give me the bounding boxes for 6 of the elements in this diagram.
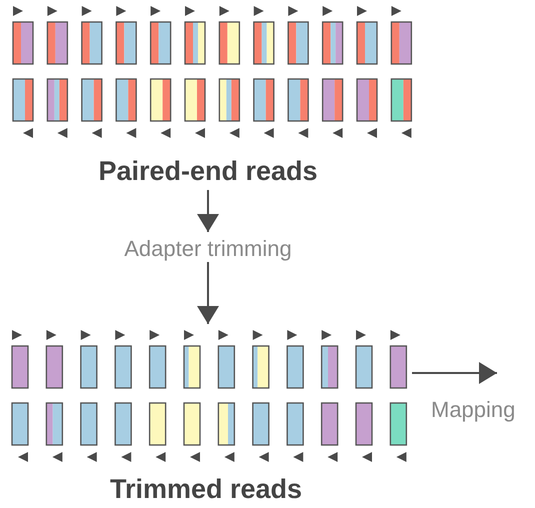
arrow xyxy=(197,190,219,232)
arrow xyxy=(197,262,219,324)
step-label: Adapter trimming xyxy=(123,236,293,262)
arrow xyxy=(412,362,497,384)
heading: Trimmed reads xyxy=(108,474,304,505)
heading: Paired-end reads xyxy=(97,156,319,187)
